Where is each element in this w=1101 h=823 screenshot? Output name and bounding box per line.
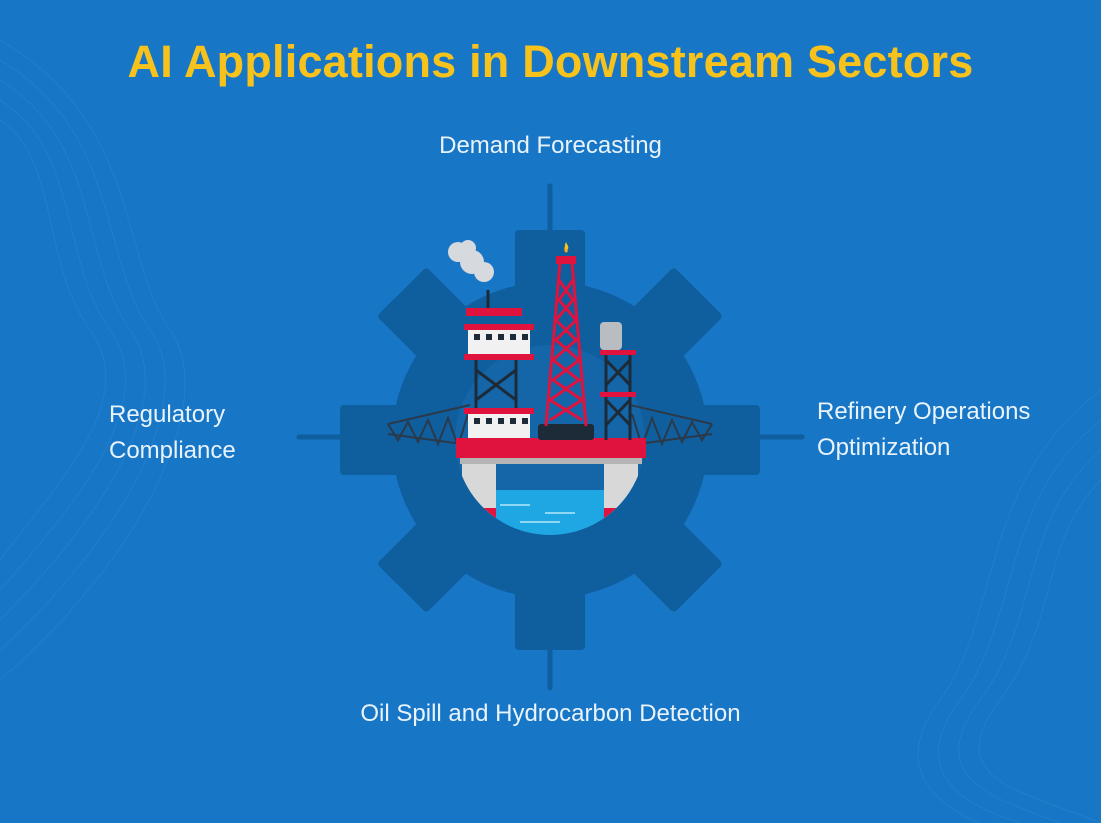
label-refinery-operations: Refinery Operations Optimization [817,394,1097,466]
label-refinery-operations-line2: Optimization [817,434,951,461]
label-refinery-operations-line1: Refinery Operations [817,398,1031,425]
label-oil-spill-detection: Oil Spill and Hydrocarbon Detection [360,700,741,727]
label-regulatory-compliance-line1: Regulatory [109,401,226,428]
label-regulatory-compliance-line2: Compliance [109,437,236,464]
label-demand-forecasting: Demand Forecasting [439,132,662,159]
label-regulatory-compliance: Regulatory Compliance [109,397,329,469]
page-title: AI Applications in Downstream Sectors [127,36,974,87]
